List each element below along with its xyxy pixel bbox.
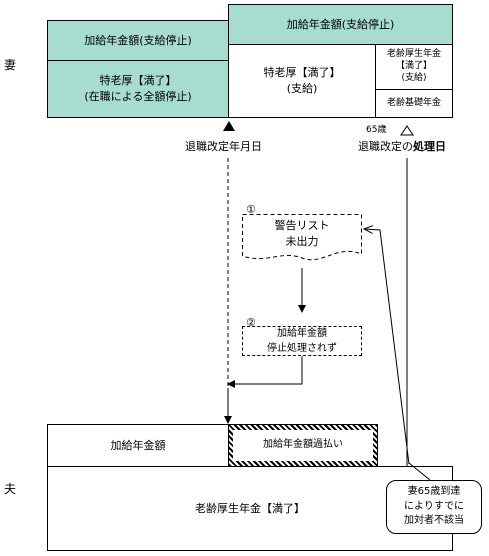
callout-line3: 加対者不該当	[404, 515, 464, 527]
step1-line2: 未出力	[285, 234, 319, 248]
callout-line2: によりすでに	[404, 500, 464, 512]
wife-right-top: 加給年金額(支給停止)	[228, 4, 453, 45]
step2-line1: 加給年金額	[277, 328, 327, 339]
step1-number: ①	[246, 203, 256, 216]
step2-to-timeline	[227, 356, 303, 388]
retire-date-label: 退職改定年月日	[185, 140, 262, 153]
callout-to-step1-arrow	[364, 229, 410, 465]
age-65-label: 65歳	[366, 125, 387, 135]
wife-right-mid-line1: 特老厚【満了】	[263, 66, 341, 80]
wife-left-bottom-line2: (在職による全額停止)	[84, 90, 192, 103]
wife-right-r2-text: 老齢基礎年金	[386, 97, 441, 108]
husband-top-left: 加給年金額	[47, 424, 229, 467]
callout-line1: 妻65歳到達	[407, 486, 461, 498]
retire-date-filled-triangle-icon	[223, 121, 235, 131]
callout-box: 妻65歳到達 によりすでに 加対者不該当	[386, 480, 482, 534]
husband-overpay-text: 加給年金額過払い	[263, 439, 343, 451]
process-date-open-triangle-icon	[400, 121, 414, 140]
husband-overpay: 加給年金額過払い	[233, 430, 373, 461]
wife-left-top-text: 加給年金額(支給停止)	[84, 33, 192, 47]
triangle-outline-icon	[400, 125, 414, 136]
process-date-label: 退職改定の処理日	[358, 138, 446, 154]
step2-box: 加給年金額 停止処理されず	[242, 326, 362, 356]
step1-text: 警告リスト 未出力	[242, 218, 362, 250]
step2-line2: 停止処理されず	[267, 343, 337, 354]
wife-right-r1-line2: 【満了】	[395, 61, 432, 72]
husband-bottom-text: 老齢厚生年金【満了】	[195, 501, 305, 515]
step1-document: 警告リスト 未出力	[242, 214, 362, 264]
step1-line1: 警告リスト	[274, 219, 330, 232]
wife-right-top-text: 加給年金額(支給停止)	[286, 17, 395, 31]
process-date-prefix: 退職改定の	[358, 140, 413, 153]
step2-number: ②	[246, 316, 256, 329]
wife-label: 妻	[4, 58, 17, 72]
document-shape-icon	[242, 214, 362, 261]
wife-right-r1-line1: 老齢厚生年金	[386, 49, 441, 60]
wife-right-r2: 老齢基礎年金	[375, 89, 453, 118]
husband-label: 夫	[4, 482, 17, 496]
wife-left-bottom-line1: 特老厚【満了】	[99, 74, 177, 88]
wife-right-r1-line3: (支給)	[401, 72, 427, 83]
husband-top-left-text: 加給年金額	[110, 438, 166, 452]
callout-tail	[408, 462, 431, 481]
process-date-bold: 処理日	[413, 140, 446, 153]
wife-right-mid-line2: (支給)	[286, 82, 318, 95]
